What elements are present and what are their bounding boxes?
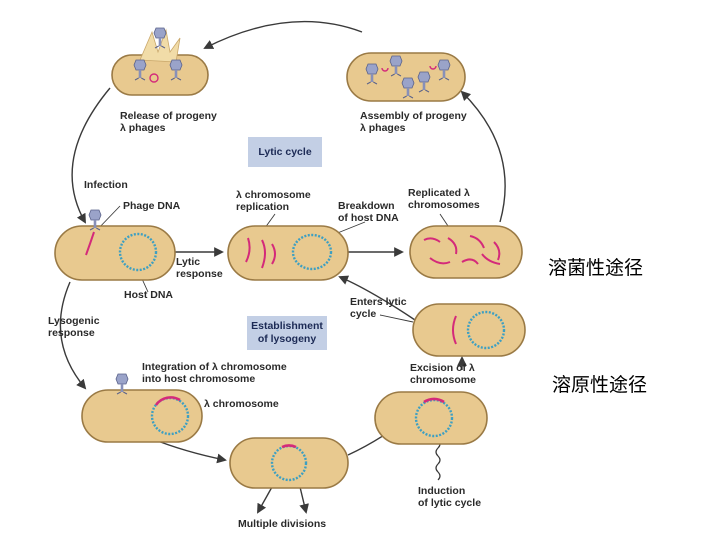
cell-replication bbox=[227, 225, 349, 281]
arrow-assembly-to-release bbox=[203, 20, 363, 49]
cell-excision bbox=[374, 391, 488, 445]
label-multiple-divisions: Multiple divisions bbox=[238, 518, 327, 530]
label-induction: Induction of lytic cycle bbox=[418, 485, 482, 509]
arrow-division-down-1 bbox=[257, 486, 273, 514]
label-lambda-replication: λ chromosome replication bbox=[236, 189, 311, 213]
label-lytic-pathway: 溶菌性途径 bbox=[548, 257, 644, 279]
arrow-replicated-to-assembly bbox=[460, 90, 506, 223]
label-enters-lytic: Enters lytic cycle bbox=[350, 296, 407, 320]
lytic-cycle-box: Lytic cycle bbox=[248, 137, 322, 167]
arrow-infection-to-integration bbox=[59, 281, 87, 390]
cell-division bbox=[229, 437, 349, 489]
label-lytic-response: Lytic response bbox=[176, 256, 223, 280]
label-lambda-chromosome: λ chromosome bbox=[204, 398, 279, 410]
label-phage-dna: Phage DNA bbox=[123, 200, 181, 212]
label-integration: Integration of λ chromosome into host ch… bbox=[142, 361, 287, 385]
label-replicated: Replicated λ chromosomes bbox=[408, 187, 480, 211]
label-host-dna: Host DNA bbox=[124, 289, 173, 301]
cell-integration bbox=[81, 373, 203, 443]
label-assembly: Assembly of progeny λ phages bbox=[360, 110, 467, 134]
arrow-division-down-2 bbox=[299, 486, 309, 514]
cell-assembly bbox=[346, 52, 466, 102]
cell-enters-lytic bbox=[412, 303, 526, 357]
cell-infection bbox=[54, 209, 176, 281]
label-lysogenic-response: Lysogenic response bbox=[48, 315, 100, 339]
cell-replicated bbox=[409, 225, 523, 279]
establishment-box: Establishment of lysogeny bbox=[247, 316, 327, 350]
cell-release bbox=[111, 27, 209, 96]
label-infection: Infection bbox=[84, 179, 128, 191]
label-breakdown: Breakdown of host DNA bbox=[338, 200, 399, 224]
cycle-arrows bbox=[59, 20, 506, 514]
label-lysogenic-pathway: 溶原性途径 bbox=[552, 374, 648, 396]
label-release: Release of progeny λ phages bbox=[120, 110, 217, 134]
label-excision: Excision of λ chromosome bbox=[410, 362, 476, 386]
arrow-release-to-infection bbox=[71, 87, 111, 224]
arrow-enters-lytic-to-replication bbox=[338, 275, 416, 321]
